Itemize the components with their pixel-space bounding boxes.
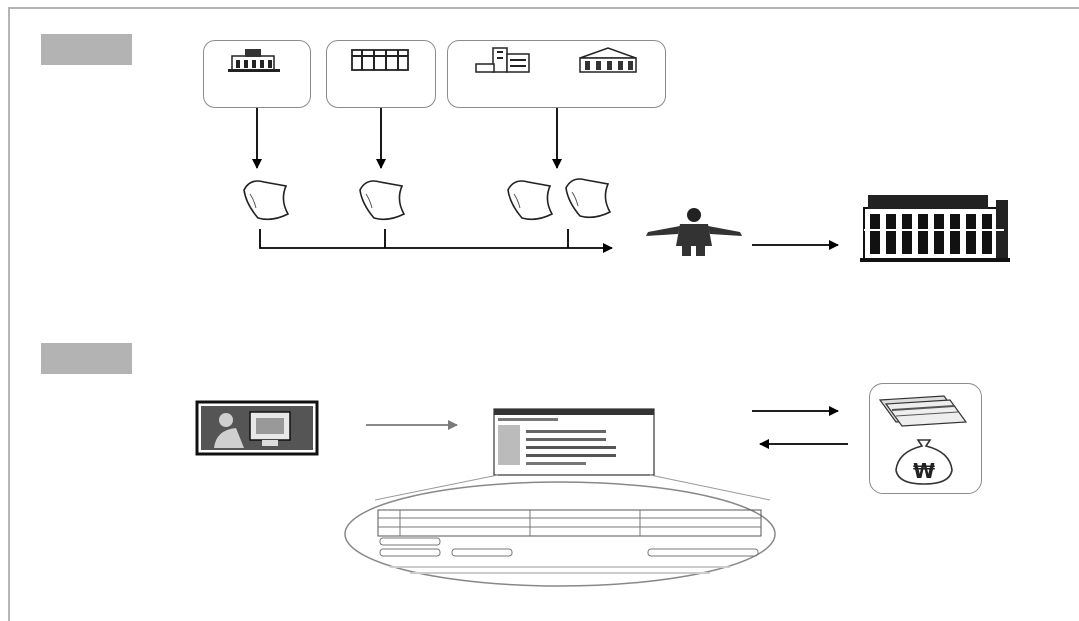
document-icon xyxy=(565,178,612,219)
document-icon xyxy=(507,180,554,221)
computer-user-icon xyxy=(195,400,319,456)
won-symbol: ₩ xyxy=(913,459,935,483)
institution-box-3 xyxy=(447,40,666,108)
person-icon xyxy=(646,208,742,256)
diagram-frame xyxy=(8,7,1079,621)
document-icon xyxy=(359,180,406,221)
cards-icon xyxy=(878,395,968,427)
section-label-bottom xyxy=(41,343,132,374)
won-money-bag-icon: ₩ xyxy=(895,439,953,485)
office-building-icon xyxy=(475,47,530,73)
bank-building-icon xyxy=(579,47,637,73)
section-label-top xyxy=(41,34,132,65)
institution-building-icon xyxy=(351,49,409,71)
document-icon xyxy=(243,180,290,221)
web-form-screenshot xyxy=(344,408,776,587)
institution-building-icon xyxy=(228,49,280,72)
large-building-icon xyxy=(860,195,1010,262)
collect-arrow xyxy=(259,229,613,253)
